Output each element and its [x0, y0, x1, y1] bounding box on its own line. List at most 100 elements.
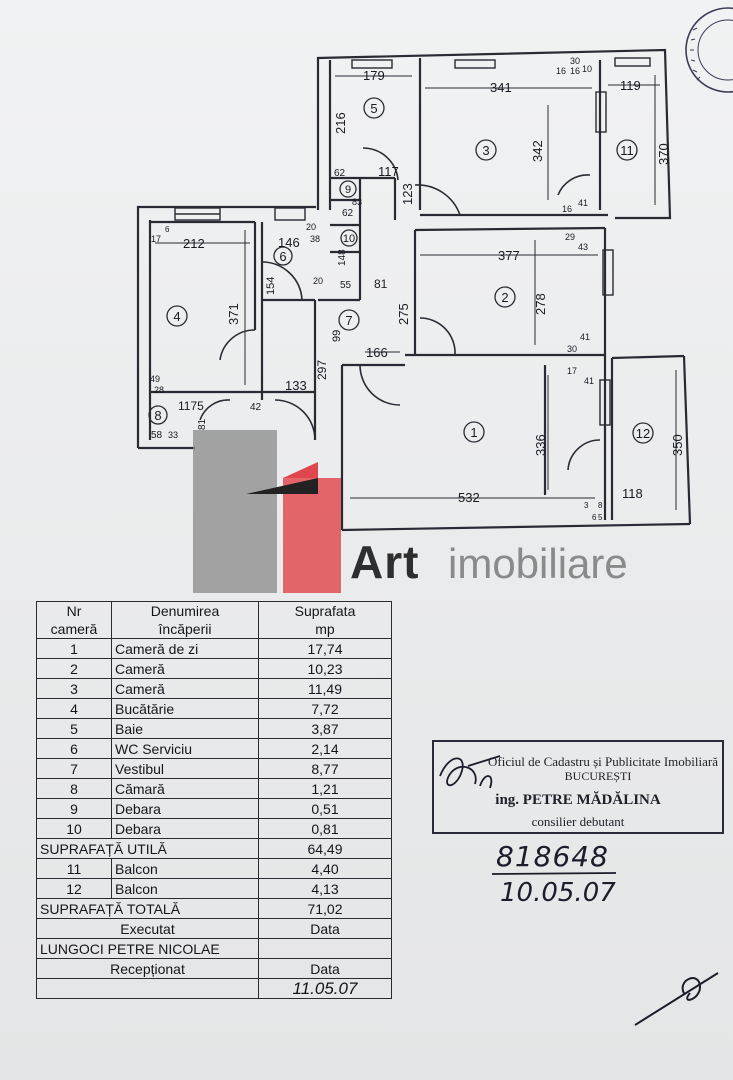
row-area: 0,51 [258, 798, 392, 819]
dim-label: 41 [578, 198, 588, 208]
room-number-4: 4 [173, 309, 180, 324]
dim-label: 41 [580, 332, 590, 342]
stamp-city: BUCUREȘTI [564, 769, 632, 783]
room-number-9: 9 [345, 184, 351, 196]
dim-label: 16 [570, 66, 580, 76]
art-imobiliare-logo-mark [193, 430, 341, 593]
dim-label: 16 [562, 204, 572, 214]
dim-label: 99 [331, 330, 343, 342]
dim-label: 342 [530, 140, 545, 162]
util-area-value: 64,49 [258, 838, 392, 859]
room-number-5: 5 [370, 101, 377, 116]
row-nr: 2 [36, 658, 112, 679]
dim-label: 10 [582, 64, 592, 74]
dim-label: 370 [656, 143, 671, 165]
cadastre-stamp: Oficiul de Cadastru și Publicitate Imobi… [432, 740, 724, 834]
room-number-6: 6 [279, 249, 286, 264]
author-name: LUNGOCI PETRE NICOLAE [36, 938, 259, 959]
dim-label: 55 [340, 280, 352, 291]
row-area: 8,77 [258, 758, 392, 779]
dim-label: 148 [337, 249, 348, 266]
stamp-role: consilier debutant [531, 814, 625, 829]
floor-plan: 1 2 3 4 5 6 7 8 9 10 11 12 179 216 341 3… [136, 48, 692, 593]
room-number-7: 7 [345, 313, 352, 328]
dim-label: 58 [151, 430, 163, 441]
signed-date-row: 11.05.07 [36, 978, 392, 999]
row-name: Cameră [111, 678, 259, 699]
dim-label: 29 [565, 232, 575, 242]
signed-date: 11.05.07 [258, 978, 392, 999]
row-nr: 1 [36, 638, 112, 659]
row-name: Debara [111, 818, 259, 839]
signed-blank [36, 978, 259, 999]
row-nr: 12 [36, 878, 112, 899]
dim-label: 118 [622, 486, 643, 501]
dim-label: 123 [400, 183, 415, 205]
row-name: Cameră de zi [111, 638, 259, 659]
author-row: LUNGOCI PETRE NICOLAE [36, 938, 392, 959]
dim-label: 8 [598, 501, 603, 510]
dim-label: 212 [183, 236, 205, 251]
dim-label: 42 [250, 402, 262, 413]
row-name: Debara [111, 798, 259, 819]
dim-label: 179 [363, 68, 385, 83]
row-nr: 10 [36, 818, 112, 839]
round-seal-icon [685, 7, 733, 93]
row-nr: 3 [36, 678, 112, 699]
dim-label: 297 [315, 360, 329, 380]
dim-label: 30 [567, 344, 577, 354]
room-number-12: 12 [636, 426, 650, 441]
dim-label: 17 [567, 366, 577, 376]
dim-label: 1175 [178, 399, 204, 413]
row-nr: 4 [36, 698, 112, 719]
dim-label: 38 [310, 234, 320, 244]
row-area: 4,40 [258, 858, 392, 879]
received-date-label: Data [258, 958, 392, 979]
row-nr: 7 [36, 758, 112, 779]
row-name: Cămară [111, 778, 259, 799]
row-area: 1,21 [258, 778, 392, 799]
dim-label: 278 [533, 293, 548, 315]
room-number-11: 11 [620, 143, 634, 158]
dim-label: 5 [598, 513, 603, 522]
dim-label: 6 [165, 225, 170, 234]
dim-label: 43 [578, 242, 588, 252]
dim-label: 41 [584, 376, 594, 386]
row-area: 17,74 [258, 638, 392, 659]
executed-label: Executat [36, 918, 259, 939]
dim-label: 33 [168, 430, 178, 440]
dim-label: 81 [374, 277, 388, 291]
stamp-engineer: ing. PETRE MĂDĂLINA [495, 792, 661, 808]
row-nr: 5 [36, 718, 112, 739]
dim-label: 371 [226, 303, 241, 325]
dim-label: 532 [458, 490, 480, 505]
signature-icon [439, 755, 501, 789]
row-area: 3,87 [258, 718, 392, 739]
row-name: Bucătărie [111, 698, 259, 719]
signature-icon [634, 972, 719, 1026]
dim-label: 16 [556, 66, 566, 76]
dim-label: 20 [306, 222, 316, 232]
row-area: 11,49 [258, 678, 392, 699]
dim-label: 350 [670, 434, 685, 456]
row-area: 10,23 [258, 658, 392, 679]
row-area: 4,13 [258, 878, 392, 899]
util-area-label: SUPRAFAȚĂ UTILĂ [36, 838, 259, 859]
total-area-label: SUPRAFAȚĂ TOTALĂ [36, 898, 259, 919]
dim-label: 6 [592, 513, 597, 522]
dim-label: 336 [533, 434, 548, 456]
dim-label: 377 [498, 248, 520, 263]
dim-label: 146 [278, 235, 300, 250]
